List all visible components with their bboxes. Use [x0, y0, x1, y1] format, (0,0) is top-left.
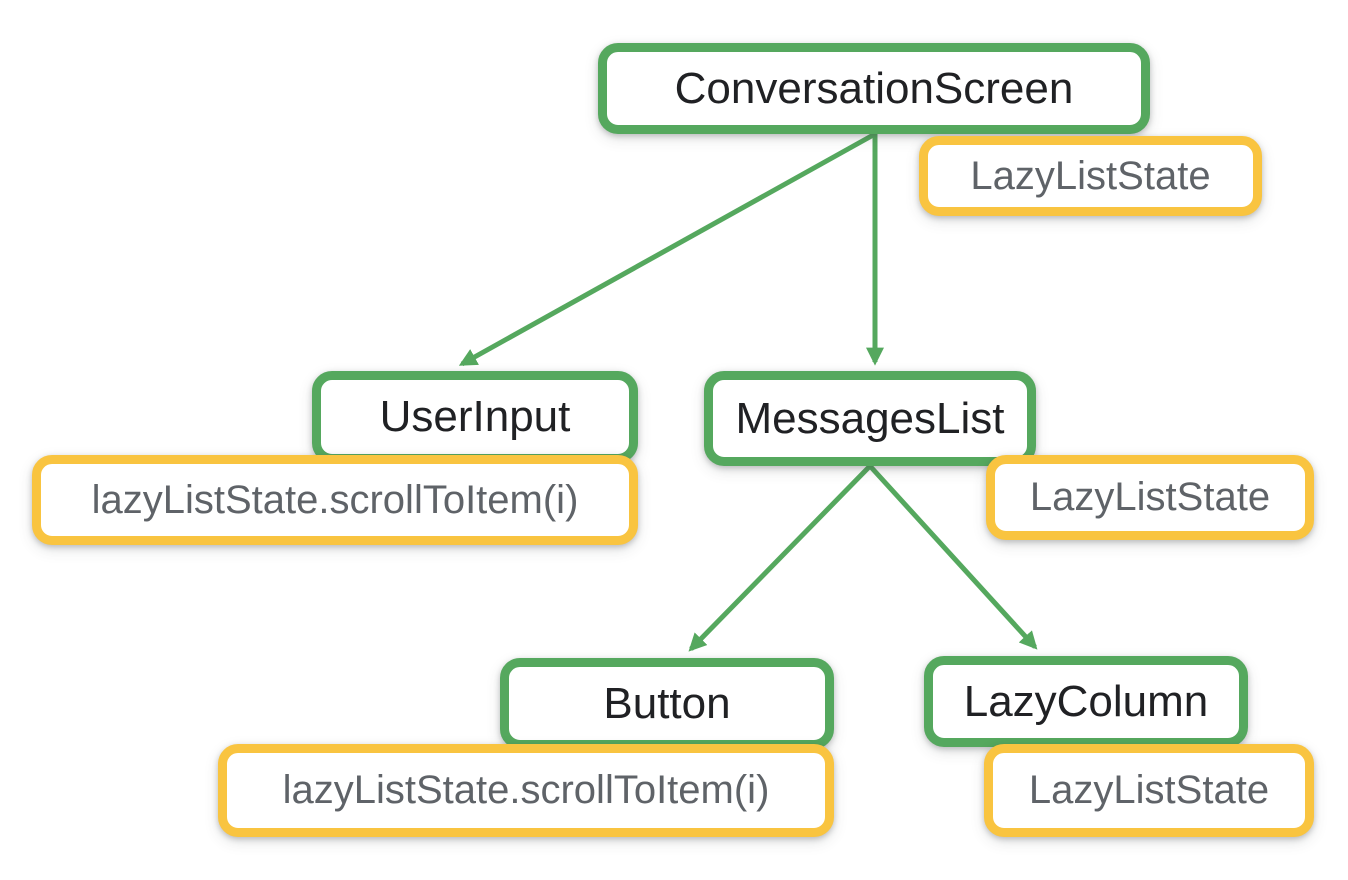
state-label: LazyListState	[1028, 768, 1270, 812]
node-user-input-label: UserInput	[379, 392, 571, 441]
node-messages-list: MessagesList	[704, 371, 1036, 466]
state-label: LazyListState	[970, 153, 1211, 198]
state-lazyliststate-messages-list: LazyListState	[986, 455, 1314, 540]
state-label: LazyListState	[1029, 475, 1271, 519]
state-lazyliststate-lazy-column: LazyListState	[984, 744, 1314, 837]
state-scrolltoitem-button: lazyListState.scrollToItem(i)	[218, 744, 834, 837]
node-lazy-column: LazyColumn	[924, 656, 1248, 747]
node-user-input: UserInput	[312, 371, 638, 463]
node-conversation-screen: ConversationScreen	[598, 43, 1150, 134]
state-label: lazyListState.scrollToItem(i)	[282, 768, 770, 812]
node-lazy-column-label: LazyColumn	[963, 676, 1209, 726]
node-messages-list-label: MessagesList	[735, 393, 1005, 443]
node-conversation-screen-label: ConversationScreen	[674, 63, 1074, 113]
state-lazyliststate-conversation-screen: LazyListState	[919, 136, 1262, 216]
edge-conversationscreen-to-userinput	[458, 131, 877, 367]
node-button: Button	[500, 658, 834, 749]
state-label: lazyListState.scrollToItem(i)	[91, 477, 579, 522]
edge-messageslist-to-button	[688, 464, 872, 652]
edge-messageslist-to-lazycolumn	[868, 464, 1038, 650]
node-button-label: Button	[603, 678, 731, 728]
state-scrolltoitem-user-input: lazyListState.scrollToItem(i)	[32, 455, 638, 545]
